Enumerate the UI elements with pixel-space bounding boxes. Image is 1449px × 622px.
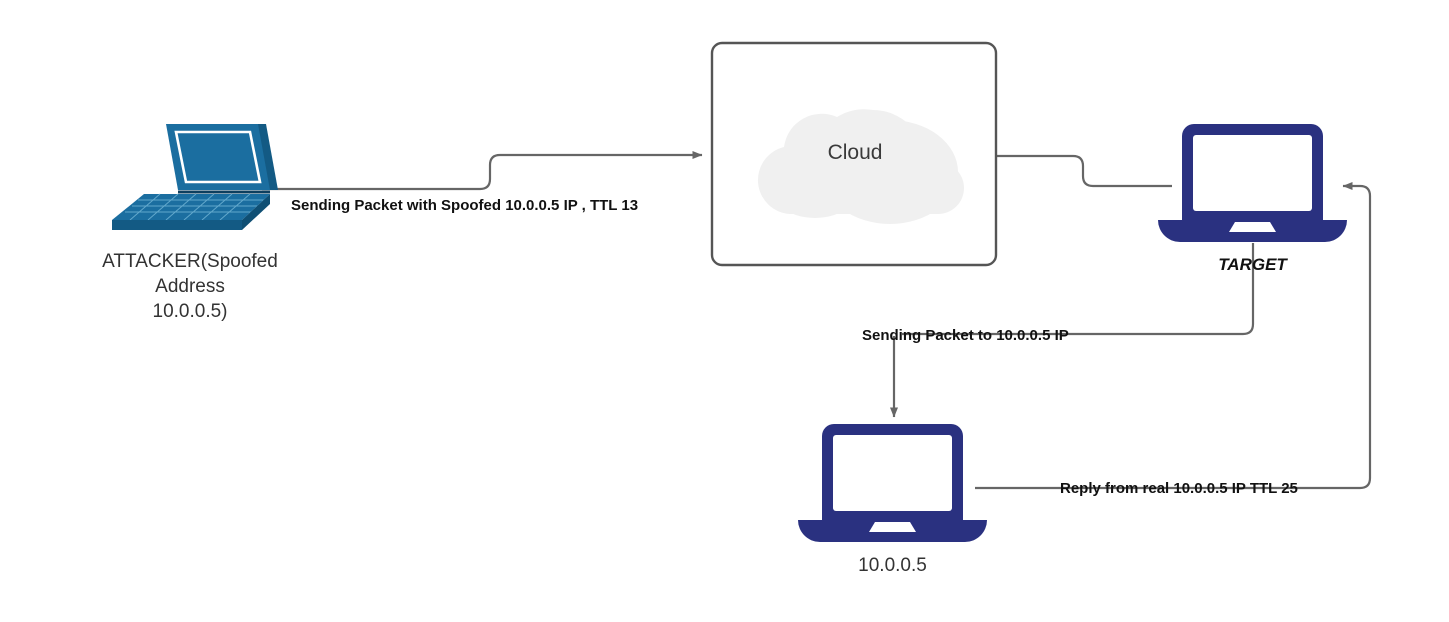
edge-cloud-to-target: [996, 154, 1172, 188]
edge-label-victim-to-target: Reply from real 10.0.0.5 IP TTL 25: [1060, 480, 1298, 497]
target-label: TARGET: [1218, 255, 1287, 274]
edge-label-attacker-to-cloud: Sending Packet with Spoofed 10.0.0.5 IP …: [291, 197, 639, 214]
attacker-label: ATTACKER(Spoofed Address 10.0.0.5): [35, 249, 345, 324]
laptop-3d-icon: [112, 124, 278, 230]
edge-label-target-to-victim: Sending Packet to 10.0.0.5 IP: [862, 327, 1069, 344]
attacker-node[interactable]: [100, 118, 290, 233]
cloud-icon: [757, 109, 964, 224]
edge-target-to-victim: [890, 243, 1255, 418]
victim-node[interactable]: [790, 422, 995, 547]
cloud-node[interactable]: [700, 32, 1010, 277]
edge-victim-to-target: [975, 182, 1372, 490]
laptop-icon: [798, 424, 987, 542]
target-node[interactable]: [1150, 122, 1355, 247]
laptop-icon: [1158, 124, 1347, 242]
edge-attacker-to-cloud: [262, 151, 703, 191]
attacker-label-line-2: Address: [155, 276, 225, 297]
attacker-label-line-1: ATTACKER(Spoofed: [102, 251, 278, 272]
cloud-label: Cloud: [827, 141, 883, 164]
attacker-label-line-3: 10.0.0.5): [152, 301, 228, 322]
victim-label: 10.0.0.5: [858, 555, 927, 576]
